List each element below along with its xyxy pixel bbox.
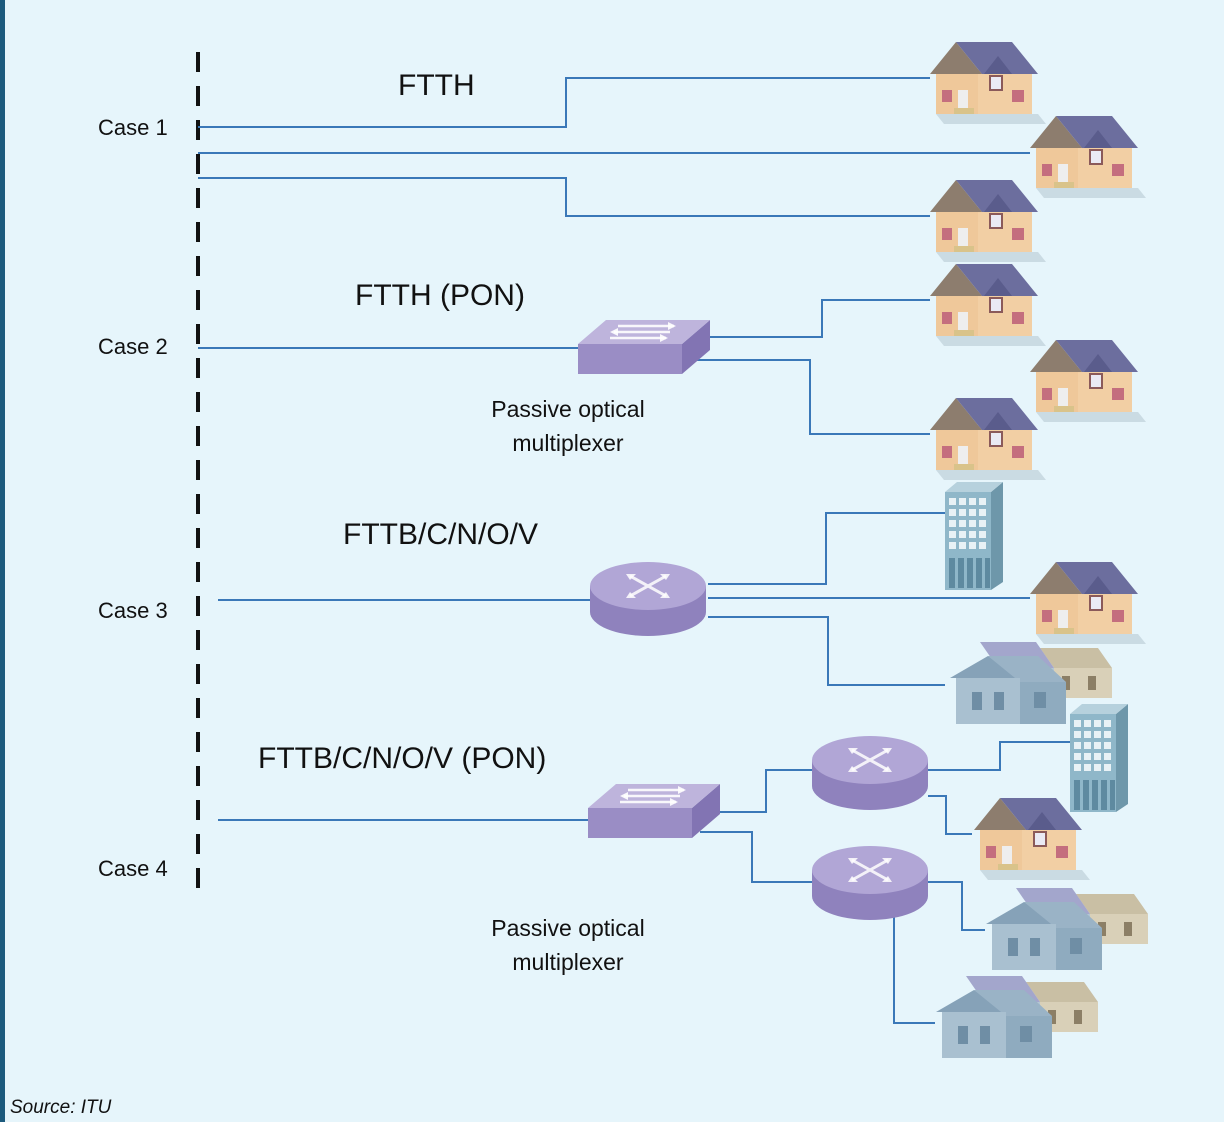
apartment-building-icon	[945, 482, 1003, 590]
router-icon	[588, 560, 708, 638]
splitter-caption: Passive optical multiplexer	[448, 911, 688, 979]
tech-label-fttx: FTTB/C/N/O/V	[343, 518, 538, 551]
house-icon	[929, 263, 1047, 347]
splitter-caption-line2: multiplexer	[512, 949, 624, 975]
tech-label-fttx-pon: FTTB/C/N/O/V (PON)	[258, 742, 547, 775]
house-icon	[1029, 115, 1147, 199]
router-icon	[810, 844, 930, 922]
connection-lines	[198, 77, 1072, 1024]
house-icon	[929, 41, 1047, 125]
apartment-building-icon	[1070, 704, 1128, 812]
source-note: Source: ITU	[10, 1097, 112, 1118]
house-icon	[1029, 339, 1147, 423]
optical-splitter-icon	[576, 318, 712, 376]
tech-label-ftth: FTTH	[398, 69, 475, 102]
optical-splitter-icon	[586, 782, 722, 840]
splitter-caption-line2: multiplexer	[512, 430, 624, 456]
house-icon	[1029, 561, 1147, 645]
case-2-label: Case 2	[98, 334, 168, 359]
house-cluster-icon	[986, 888, 1148, 970]
case-1-label: Case 1	[98, 115, 168, 140]
tech-label-ftth-pon: FTTH (PON)	[355, 279, 525, 312]
router-icon	[810, 734, 930, 812]
house-cluster-icon	[936, 976, 1098, 1058]
left-accent-bar	[0, 0, 5, 1122]
case-3-label: Case 3	[98, 598, 168, 623]
house-icon	[929, 397, 1047, 481]
splitter-caption: Passive optical multiplexer	[448, 392, 688, 460]
splitter-caption-line1: Passive optical	[491, 915, 645, 941]
case-4-label: Case 4	[98, 856, 168, 881]
house-icon	[929, 179, 1047, 263]
splitter-caption-line1: Passive optical	[491, 396, 645, 422]
